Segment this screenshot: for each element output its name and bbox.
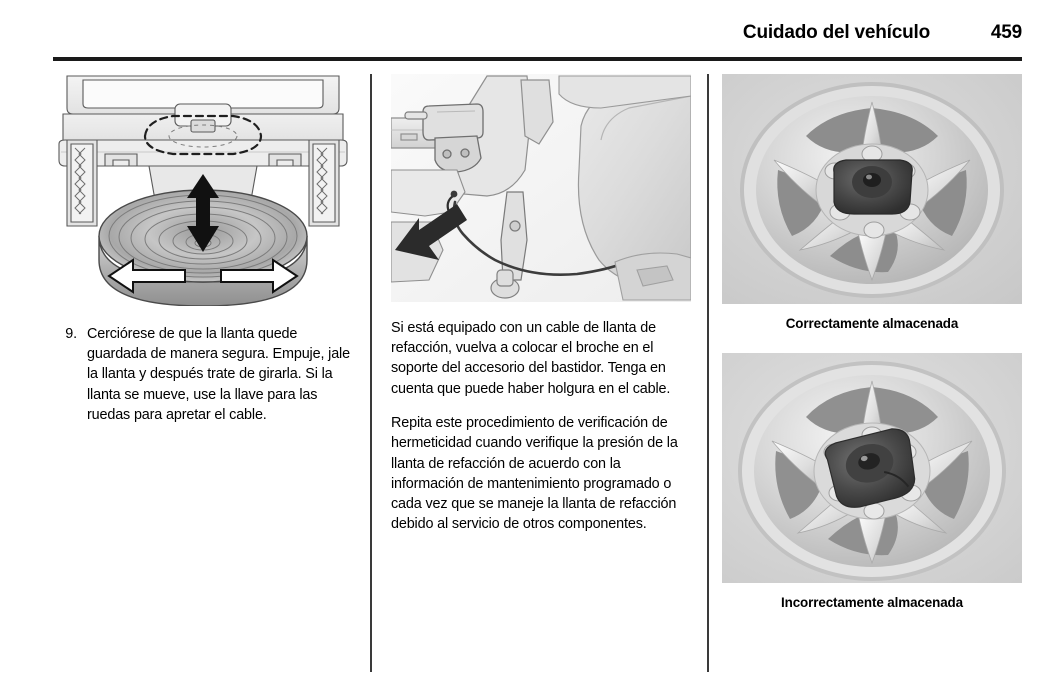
paragraph-cable-clip: Si está equipado con un cable de llanta … <box>391 320 671 397</box>
spare-tire-stowage-diagram <box>53 74 353 306</box>
retainer-seated-flat <box>833 159 913 215</box>
paragraph-repeat-procedure: Repita este procedimiento de verificació… <box>391 415 678 533</box>
push-pull-arrow <box>187 174 219 252</box>
column-right: Correctamente almacenada <box>722 74 1022 610</box>
correctly-stowed-wheel-photo <box>722 74 1022 304</box>
incorrectly-stowed-caption: Incorrectamente almacenada <box>781 595 963 610</box>
header-rule <box>53 57 1022 61</box>
column-left: 9. Cerciórese de que la llanta quede gua… <box>53 74 353 425</box>
frame-bracket-clip-diagram <box>391 74 691 302</box>
column-middle: Si está equipado con un cable de llanta … <box>391 74 691 549</box>
step-list-item: 9. Cerciórese de que la llanta quede gua… <box>53 324 353 425</box>
incorrectly-stowed-wheel-figure: Incorrectamente almacenada <box>722 353 1022 610</box>
correctly-stowed-wheel-figure: Correctamente almacenada <box>722 74 1022 331</box>
column-divider-left <box>370 74 372 672</box>
frame-bracket-clip-figure <box>391 74 691 302</box>
callout-arrow <box>395 204 467 260</box>
step-text: Cerciórese de que la llanta quede guarda… <box>87 326 350 423</box>
page-number: 459 <box>990 22 1022 43</box>
column-divider-right <box>707 74 709 672</box>
spare-tire-stowage-figure <box>53 74 353 306</box>
page-header: Cuidado del vehículo 459 <box>53 22 1022 56</box>
page-title: Cuidado del vehículo <box>742 22 930 43</box>
retainer-tilted <box>824 428 916 508</box>
incorrectly-stowed-wheel-photo <box>722 353 1022 583</box>
correctly-stowed-caption: Correctamente almacenada <box>785 316 959 331</box>
step-number: 9. <box>65 326 77 342</box>
rotate-arrows <box>107 258 299 294</box>
